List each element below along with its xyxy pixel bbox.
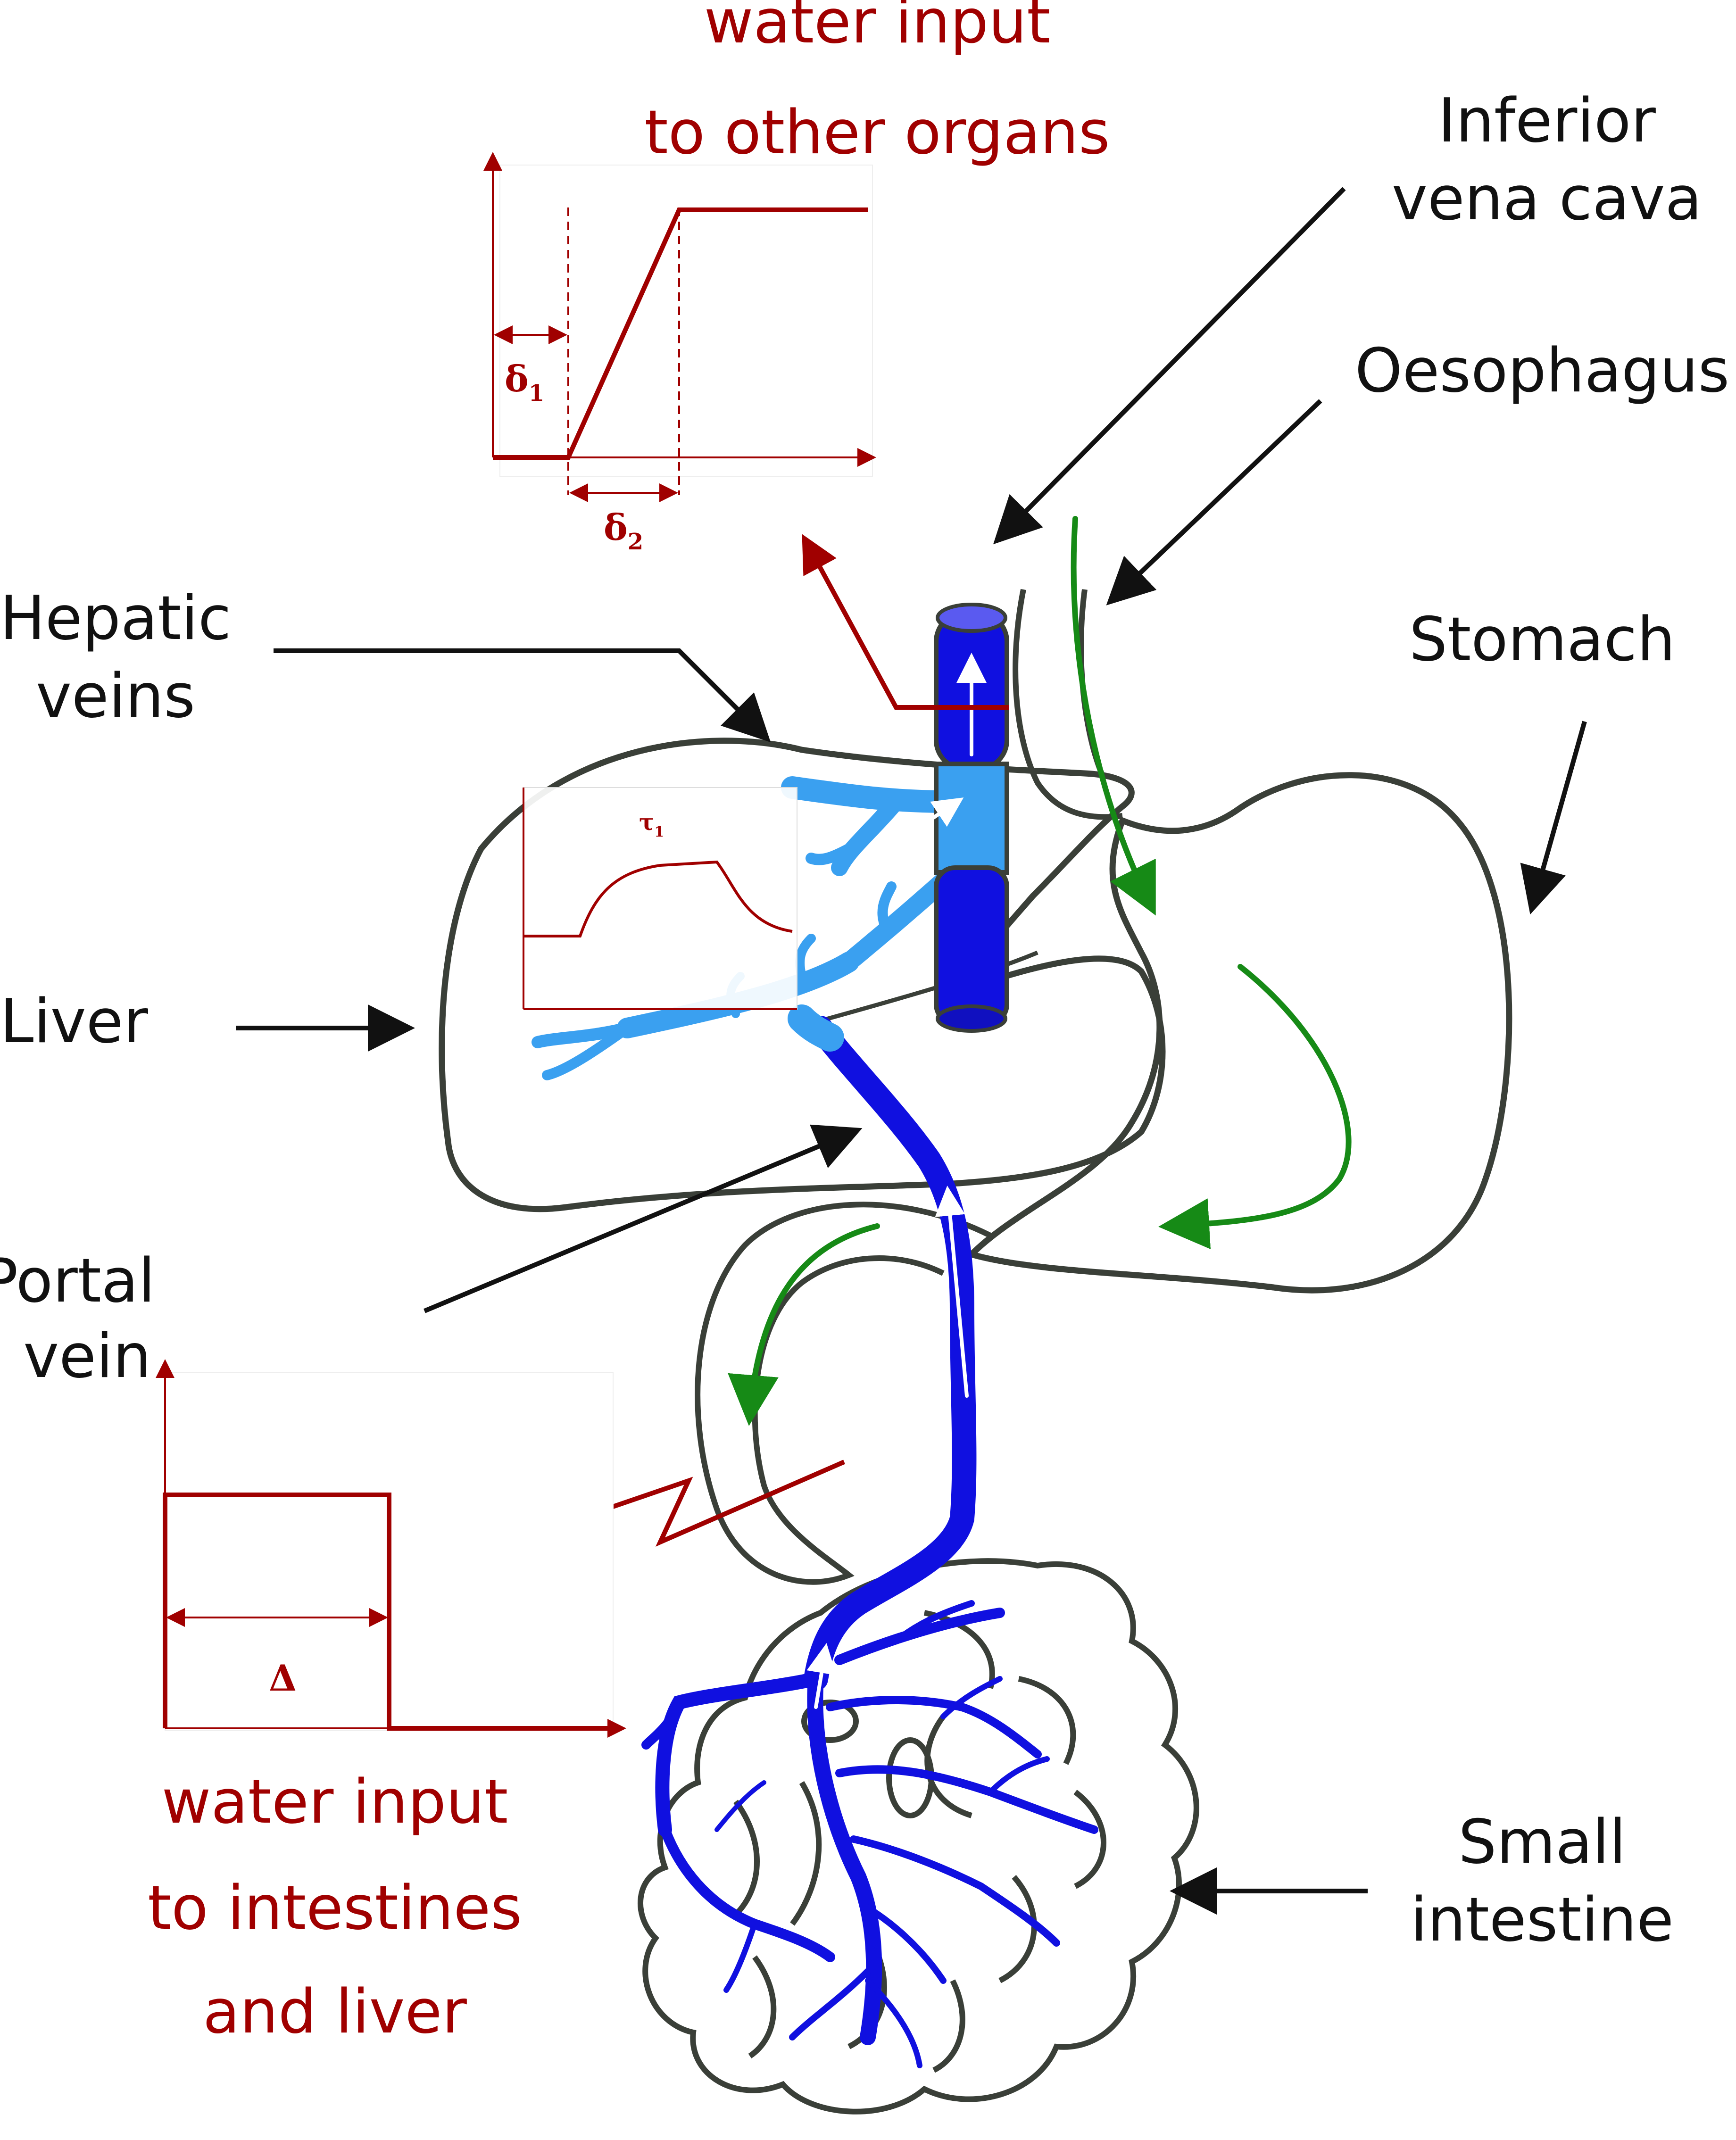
pulse-input-graph: Δ [156, 1359, 626, 1738]
vena-cava-bottom-opening [936, 1004, 1007, 1033]
portal-vein [804, 1016, 977, 1691]
bottom-water-input-line1: water input [162, 1767, 508, 1837]
stomach-outline [965, 772, 1512, 1294]
water-output-arrow-top [802, 534, 1009, 710]
delta1-subscript: 1 [529, 380, 544, 406]
small-intestine-label-line1: Small [1458, 1807, 1626, 1877]
duodenum-outline [695, 1202, 992, 1585]
top-water-input-line2: to other organs [644, 98, 1110, 168]
Delta-label: Δ [269, 1657, 297, 1699]
delta2-subscript: 2 [628, 529, 643, 555]
small-intestine-label-line2: intestine [1411, 1885, 1674, 1955]
digestive-flow-arrows [728, 516, 1352, 1426]
inferior-vena-cava-label-line2: vena cava [1392, 164, 1702, 234]
svg-text:δ1: δ1 [505, 358, 544, 406]
inferior-vena-cava-lower [934, 865, 1009, 1026]
mesenteric-veins [641, 1600, 1098, 2068]
leader-arrows [236, 187, 1587, 1915]
portal-vein-liver-junction [788, 1004, 844, 1052]
svg-text:τ1: τ1 [639, 809, 664, 840]
tau1-subscript: 1 [654, 824, 664, 840]
small-intestine-outline [638, 1558, 1199, 2115]
inferior-vena-cava-label-line1: Inferior [1438, 86, 1656, 156]
hepatic-veins-label-line2: veins [36, 661, 195, 731]
blood-flow-arrows [806, 653, 987, 1709]
portal-vein-label-line1: Portal [0, 1246, 155, 1316]
delta1-label: δ [505, 358, 529, 400]
bottom-water-input-line3: and liver [203, 1977, 467, 2047]
inferior-vena-cava-middle [934, 762, 1009, 875]
top-water-input-line1: water input [704, 0, 1051, 57]
vena-cava-top-opening [936, 603, 1007, 633]
ramp-input-graph: δ1 δ2 [483, 152, 876, 555]
liver-label: Liver [0, 987, 148, 1057]
hepatic-veins-label-line1: Hepatic [0, 583, 231, 654]
tau1-label: τ [639, 809, 654, 836]
delta2-label: δ [604, 506, 628, 548]
svg-text:δ2: δ2 [604, 506, 643, 555]
stomach-label: Stomach [1409, 605, 1675, 675]
oesophagus-label: Oesophagus [1355, 336, 1729, 406]
bottom-water-input-line2: to intestines [148, 1873, 522, 1943]
liver-response-graph: τ1 [523, 787, 797, 1010]
liver-outline [439, 738, 1166, 1212]
portal-vein-label-line2: vein [23, 1321, 151, 1392]
